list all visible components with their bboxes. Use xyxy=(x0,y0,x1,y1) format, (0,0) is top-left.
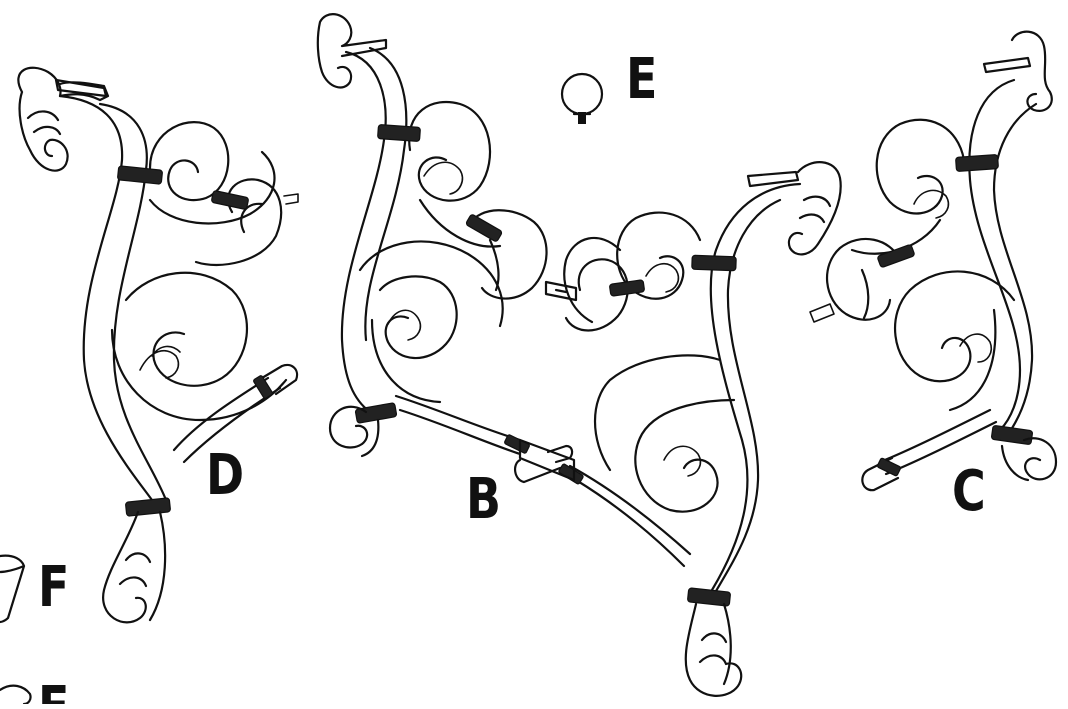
part-c-rod-band xyxy=(876,457,902,477)
part-c-foot xyxy=(1000,437,1058,482)
part-b-band-2 xyxy=(465,214,503,242)
part-d-rod-end xyxy=(260,363,299,396)
part-d-band-2 xyxy=(211,190,249,210)
part-b-right-big-leaf xyxy=(663,445,702,477)
part-c-rod-end xyxy=(861,456,900,492)
part-c-big-leaf xyxy=(959,333,993,363)
part-d-band-1 xyxy=(117,165,163,185)
part-b-band-5 xyxy=(354,402,398,424)
part-b-rod-upper xyxy=(394,394,522,456)
part-d-hook-tab xyxy=(283,193,299,205)
part-d-main-outer xyxy=(58,94,154,502)
part-e-knob-cap xyxy=(560,72,604,116)
part-b-right-inner xyxy=(710,198,782,600)
label-e-partial: E xyxy=(38,680,69,704)
part-d-center-leaf xyxy=(139,345,181,379)
part-b-band-1 xyxy=(377,124,421,142)
part-d-center-scroll xyxy=(110,271,288,422)
part-b-left-top-leaf xyxy=(316,13,388,89)
part-e-partial-knob xyxy=(0,684,32,706)
part-c-upper-leaf xyxy=(913,189,950,219)
label-d: D xyxy=(206,443,245,508)
part-b-band-4 xyxy=(691,254,737,272)
part-b-band-3 xyxy=(609,279,645,297)
part-b-frame xyxy=(316,13,842,697)
part-e-knob xyxy=(560,72,604,124)
part-c-small-scroll xyxy=(826,238,902,321)
label-c: C xyxy=(952,459,986,524)
part-b-right-big-scroll xyxy=(594,354,736,513)
label-b: B xyxy=(466,467,502,532)
part-c-main-inner xyxy=(992,102,1038,442)
part-b-left-outer xyxy=(340,50,387,414)
part-b-tee-connector xyxy=(514,438,576,484)
part-b-left-upper-leaf xyxy=(423,161,464,195)
part-d-frame xyxy=(17,66,299,624)
part-c-band-1 xyxy=(955,154,999,172)
label-f: F xyxy=(38,555,70,620)
part-c-frame xyxy=(809,30,1058,492)
part-d-top-bracket xyxy=(54,78,108,98)
part-b-left-upper-scroll xyxy=(408,100,502,248)
part-c-band-3 xyxy=(991,425,1033,445)
part-d-top-leaf xyxy=(17,66,110,172)
part-c-tab xyxy=(809,303,835,323)
part-d-main-inner xyxy=(98,102,168,502)
part-d-upper-scroll xyxy=(148,121,276,225)
part-c-upper-scroll xyxy=(850,118,966,255)
part-c-big-scroll xyxy=(894,270,1016,412)
part-b-left-big-scroll xyxy=(358,240,504,404)
part-b-left-foot xyxy=(328,405,380,458)
part-d-rod-band xyxy=(253,375,273,399)
part-f-cup xyxy=(0,554,26,624)
part-b-bottom-foot xyxy=(684,602,743,697)
part-b-right-top-leaf xyxy=(746,161,842,256)
part-c-top-leaf xyxy=(982,30,1053,112)
part-c-main-outer xyxy=(968,78,1022,432)
part-b-right-upper-leaf xyxy=(645,263,680,293)
part-d-upper-scroll-2 xyxy=(194,178,283,266)
part-b-band-6 xyxy=(687,587,731,607)
part-b-left-inner xyxy=(364,46,408,342)
part-d-foot xyxy=(102,510,167,624)
part-d-band-3 xyxy=(125,497,171,517)
part-b-right-outer xyxy=(709,182,802,592)
part-b-center-bracket xyxy=(544,280,578,302)
part-b-left-big-leaf xyxy=(387,309,422,341)
part-b-left-small-scroll xyxy=(468,209,548,300)
part-b-rod-lower xyxy=(568,464,692,568)
label-e: E xyxy=(626,47,658,112)
part-c-band-2 xyxy=(877,244,915,268)
